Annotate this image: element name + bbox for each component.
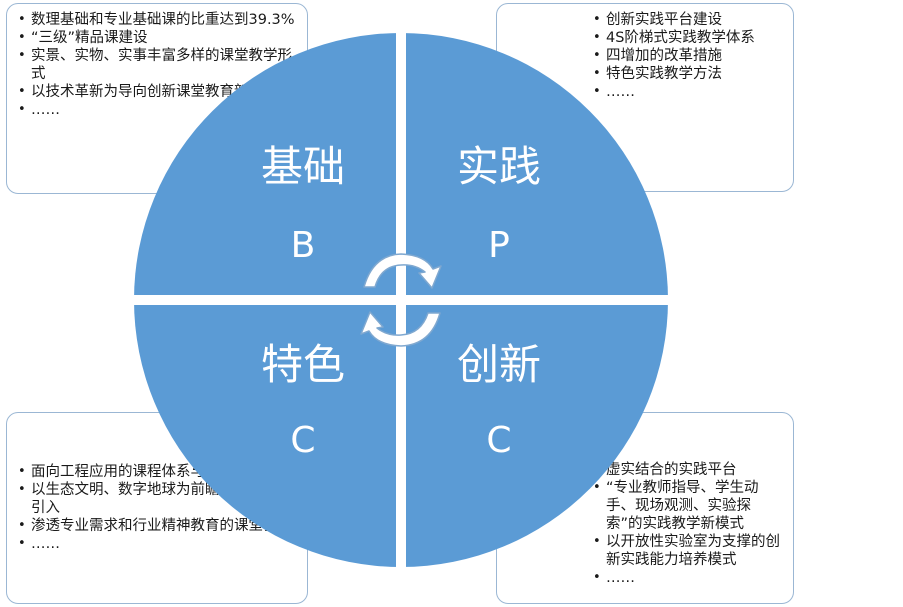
quadrant-title-top-left: 基础 <box>261 142 345 191</box>
clockwise-arrow-icon <box>360 311 441 347</box>
list-item: 以开放性实验室为支撑的创新实践能力培养模式 <box>592 533 783 569</box>
top-right-item-list: 创新实践平台建设 4S阶梯式实践教学体系 四增加的改革措施 特色实践教学方法 …… <box>592 11 783 101</box>
list-item: …… <box>592 83 783 101</box>
list-item: …… <box>17 535 297 553</box>
quadrant-title-bottom-right: 创新 <box>457 340 541 389</box>
list-item: 创新实践平台建设 <box>592 11 783 29</box>
bottom-right-item-list: 虚实结合的实践平台 “专业教师指导、学生动手、现场观测、实验探索”的实践教学新模… <box>592 461 783 587</box>
quadrant-title-top-right: 实践 <box>457 142 541 191</box>
quadrant-letter-bottom-right: C <box>486 420 511 461</box>
list-item: 特色实践教学方法 <box>592 65 783 83</box>
top-left-item-list: 数理基础和专业基础课的比重达到39.3% “三级”精品课建设 实景、实物、实事丰… <box>17 11 297 119</box>
quadrant-letter-top-right: P <box>488 225 510 266</box>
quadrant-title-bottom-left: 特色 <box>261 340 345 389</box>
list-item: 四增加的改革措施 <box>592 47 783 65</box>
list-item: 渗透专业需求和行业精神教育的课堂教学 <box>17 517 297 535</box>
list-item: “专业教师指导、学生动手、现场观测、实验探索”的实践教学新模式 <box>592 479 783 533</box>
list-item: 以技术革新为导向创新课堂教育新模式 <box>17 83 297 101</box>
list-item: …… <box>592 569 783 587</box>
quadrant-letter-top-left: B <box>291 225 316 266</box>
list-item: 4S阶梯式实践教学体系 <box>592 29 783 47</box>
horizontal-divider <box>128 295 674 305</box>
list-item: “三级”精品课建设 <box>17 29 297 47</box>
list-item: 数理基础和专业基础课的比重达到39.3% <box>17 11 297 29</box>
list-item: …… <box>17 101 297 119</box>
quadrant-letter-bottom-left: C <box>290 420 315 461</box>
clockwise-arrow-icon <box>363 253 442 289</box>
list-item: 实景、实物、实事丰富多样的课堂教学形式 <box>17 47 297 83</box>
